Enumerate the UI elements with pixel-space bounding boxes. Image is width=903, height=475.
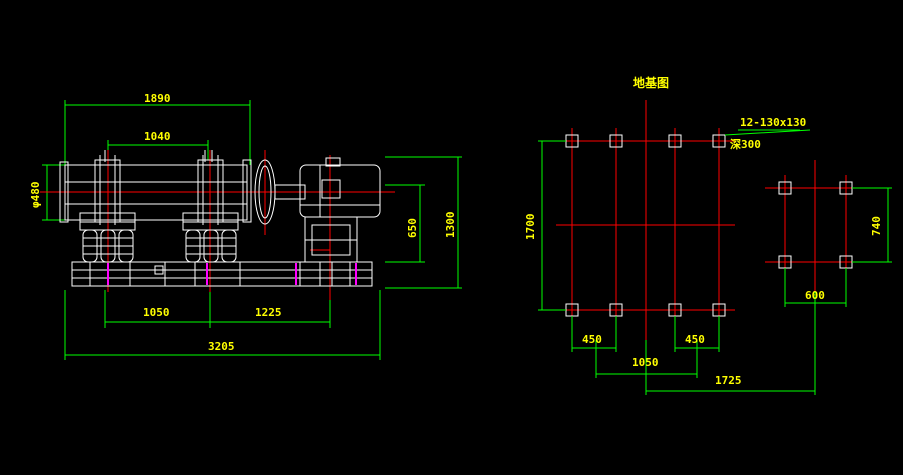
base-frame [71,261,373,287]
dim-1700: 1700 [524,214,537,241]
left-spring-stack [79,221,136,263]
dim-phi-480: φ480 [29,182,42,209]
bolt-spec-depth: 深300 [730,137,761,151]
side-view-centerlines [40,150,395,300]
side-view-dimension-lines [42,100,462,360]
dim-600: 600 [805,289,825,302]
dim-1300: 1300 [444,212,457,239]
dim-3205: 3205 [208,340,235,353]
dim-1890: 1890 [144,92,171,105]
bolt-spec-size: 12-130x130 [740,116,806,129]
bolt-hole [668,134,682,148]
side-view: 1890 1040 φ480 650 1300 1050 1225 3205 [29,92,462,360]
dim-1050-plan: 1050 [632,356,659,369]
bolt-hole [712,134,726,148]
dim-740: 740 [870,216,883,236]
foundation-dimension-lines [538,129,892,395]
drum-body [64,164,248,221]
dim-1050-side: 1050 [143,306,170,319]
bolt-hole [778,181,792,195]
dim-650: 650 [406,218,419,238]
dim-1040: 1040 [144,130,171,143]
dim-450-left: 450 [582,333,602,346]
machine-outline [59,150,381,287]
foundation-plan-title: 地基图 [633,75,669,90]
foundation-centerlines [556,100,862,340]
base-accents [107,263,357,285]
dim-1725: 1725 [715,374,742,387]
dim-1225: 1225 [255,306,282,319]
bolt-hole [609,134,623,148]
foundation-plan: 地基图 [524,75,892,395]
dim-450-right: 450 [685,333,705,346]
